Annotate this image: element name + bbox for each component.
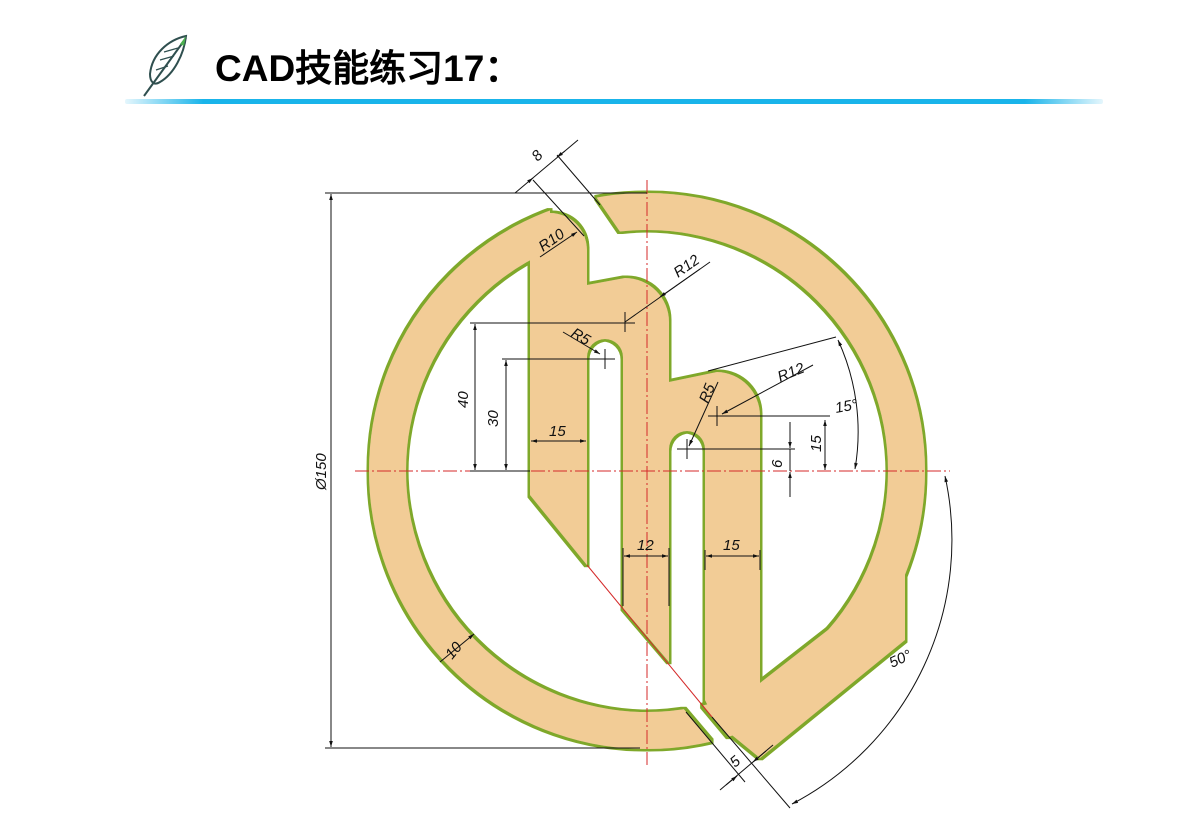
dim-height-40: 40	[455, 322, 635, 472]
dim-text: 12	[637, 537, 654, 554]
title-underline	[125, 99, 1103, 104]
dim-text: 40	[455, 391, 472, 408]
dim-r5-right: R5	[677, 381, 795, 459]
dim-text: R5	[696, 381, 719, 406]
dim-text: 15	[549, 423, 566, 440]
dim-text: 15°	[834, 396, 859, 417]
dim-width-12: 12	[622, 537, 670, 606]
dim-text: 8	[528, 147, 547, 165]
dim-text: 15	[808, 435, 825, 452]
dim-width-15-left: 15	[531, 423, 586, 443]
dim-text: R12	[775, 359, 807, 385]
page-title: CAD技能练习17：	[215, 48, 522, 89]
dim-text: 5	[727, 752, 745, 771]
dim-width-15-right: 15	[704, 537, 761, 570]
dim-text: 6	[769, 459, 786, 468]
centerlines	[355, 180, 950, 765]
dim-height-15: 15	[808, 420, 827, 470]
dim-text: R12	[671, 251, 704, 281]
dim-text: Ø150	[313, 453, 330, 491]
dim-angle-15: 15°	[834, 339, 859, 470]
dim-text: 30	[485, 410, 502, 427]
dim-text: 15	[723, 537, 740, 554]
feather-icon	[138, 30, 198, 105]
diagonal-centerline	[586, 564, 713, 718]
dim-diameter: Ø150	[313, 192, 647, 749]
dim-height-30: 30	[485, 349, 615, 470]
dim-height-6: 6	[769, 422, 792, 497]
h-n-body	[530, 213, 905, 758]
